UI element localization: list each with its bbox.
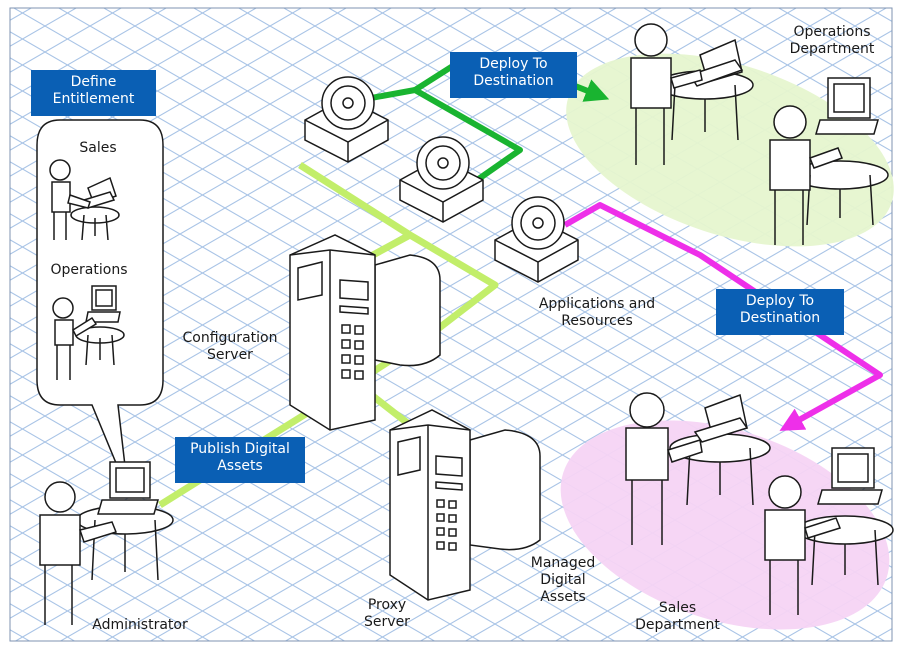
proxy-server-icon (389, 409, 541, 601)
configuration-server-icon (289, 234, 441, 431)
disc-drive-3 (494, 196, 579, 283)
disc-drive-1 (304, 76, 389, 163)
deploy-to-operations-callout: Deploy To Destination (450, 52, 577, 98)
sales-department-label: Sales Department (635, 600, 720, 633)
proxy-server-label: Proxy Server (364, 597, 410, 630)
deploy-to-sales-callout: Deploy To Destination (716, 289, 844, 335)
operations-label: Operations (50, 262, 128, 278)
sales-desktop-user-icon (764, 447, 894, 615)
publish-digital-assets-callout: Publish Digital Assets (175, 437, 305, 483)
managed-digital-assets-label: Managed Digital Assets (530, 555, 596, 605)
administrator-label: Administrator (92, 617, 188, 633)
disc-drive-2 (399, 136, 484, 223)
configuration-server-label: Configuration Server (182, 330, 278, 363)
applications-resources-label: Applications and Resources (538, 296, 656, 329)
administrator-icon (39, 461, 174, 625)
deploy-path-sales (563, 202, 883, 431)
operations-desktop-user-icon (769, 77, 889, 245)
sales-label: Sales (79, 140, 117, 156)
operations-laptop-user-icon (630, 23, 754, 165)
operations-department-label: Operations Department (789, 24, 875, 57)
operations-user-icon (52, 285, 125, 380)
sales-user-icon (49, 159, 120, 241)
sales-laptop-user-icon (625, 392, 771, 545)
define-entitlement-callout: Define Entitlement (31, 70, 156, 116)
